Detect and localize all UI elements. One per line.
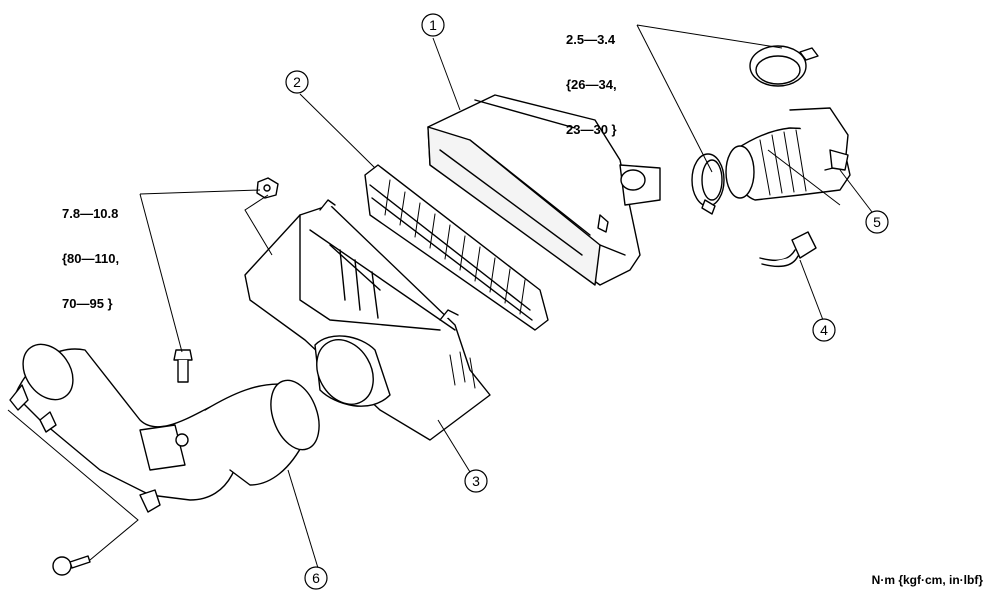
intake-duct	[9, 343, 320, 513]
torque-left-line3: 70—95 }	[62, 296, 113, 311]
callout-3	[464, 469, 488, 493]
callout-label-3: 3	[472, 473, 480, 489]
callout-label-1: 1	[429, 17, 437, 33]
hose-clamp-upper	[749, 45, 819, 87]
callout-1	[421, 13, 445, 37]
nut-upper	[256, 177, 279, 199]
leader-lines	[7, 24, 873, 569]
torque-left-line1: 7.8—10.8	[62, 206, 119, 221]
callout-4	[812, 318, 836, 342]
callout-2	[285, 70, 309, 94]
callout-6	[304, 566, 328, 590]
hose-clamp-lower	[691, 153, 725, 215]
air-cleaner-element	[364, 164, 549, 331]
callouts	[285, 13, 889, 590]
callout-label-4: 4	[820, 322, 828, 338]
torque-spec-upper: 2.5—3.4 {26—34, 23—30 }	[566, 2, 617, 152]
torque-spec-left: 7.8—10.8 {80—110, 70—95 }	[62, 176, 119, 326]
units-label: N·m {kgf·cm, in·lbf}	[871, 573, 983, 587]
torque-upper-line3: 23—30 }	[566, 122, 617, 137]
clip-lower	[52, 555, 91, 576]
air-hose	[725, 107, 851, 201]
callout-label-2: 2	[293, 74, 301, 90]
bolt-duct	[173, 349, 193, 383]
torque-upper-line1: 2.5—3.4	[566, 32, 616, 47]
air-cleaner-cover	[427, 94, 661, 286]
torque-upper-line2: {26—34,	[566, 77, 617, 92]
callout-5	[865, 210, 889, 234]
callout-label-6: 6	[312, 570, 320, 586]
sensor-connector	[759, 231, 817, 268]
callout-label-5: 5	[873, 214, 881, 230]
torque-left-line2: {80—110,	[62, 251, 120, 266]
air-cleaner-case	[244, 199, 491, 441]
